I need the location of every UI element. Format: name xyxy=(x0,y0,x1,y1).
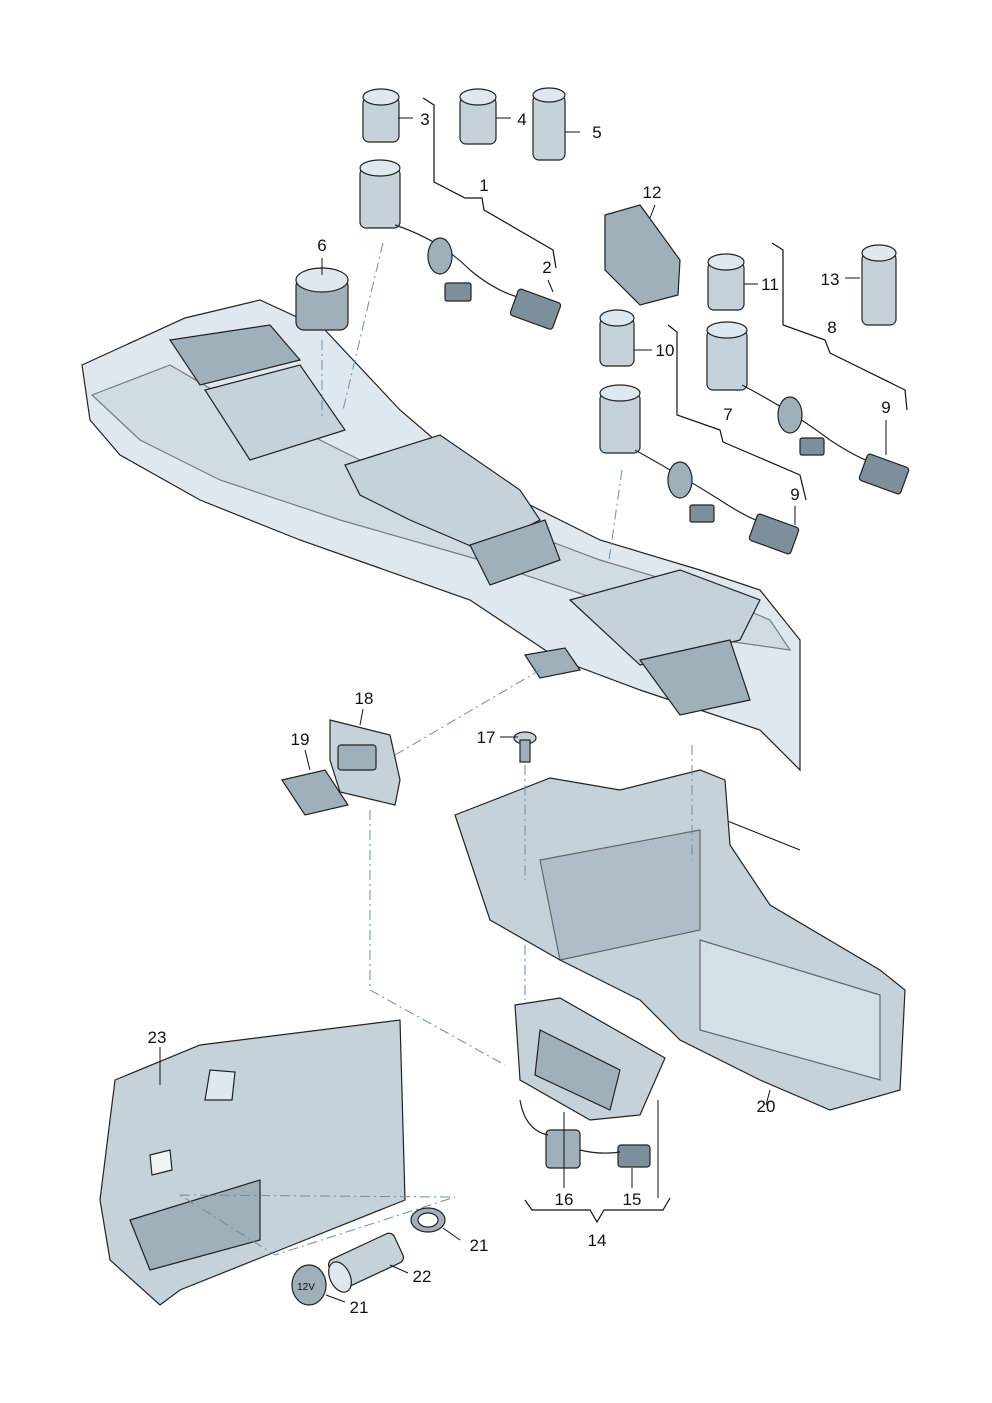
console-frame-20 xyxy=(454,769,906,1111)
cigarette-lighter-element-10 xyxy=(599,309,635,367)
callout-22: 22 xyxy=(413,1267,432,1286)
callout-23: 23 xyxy=(148,1028,167,1047)
socket-harness-9-lower xyxy=(599,384,800,555)
callout-14: 14 xyxy=(588,1231,607,1250)
callout-6: 6 xyxy=(317,236,326,255)
plug-5 xyxy=(532,87,566,161)
cigarette-lighter-element-11 xyxy=(707,253,745,311)
callout-9-lower: 9 xyxy=(790,485,799,504)
socket-harness-9-upper xyxy=(706,321,910,495)
leader-lines xyxy=(159,117,887,1303)
callout-15: 15 xyxy=(623,1190,642,1209)
callout-20: 20 xyxy=(757,1097,776,1116)
callout-3: 3 xyxy=(420,110,429,129)
callout-18: 18 xyxy=(355,689,374,708)
callout-10: 10 xyxy=(656,341,675,360)
ashtray-insert-6 xyxy=(295,267,349,331)
callout-7: 7 xyxy=(723,405,732,424)
dashed-guide-lines xyxy=(179,242,693,1256)
callout-4: 4 xyxy=(517,110,526,129)
callout-labels: 1 2 3 4 5 6 7 8 9 9 10 11 12 13 14 15 16… xyxy=(148,110,891,1317)
callout-19: 19 xyxy=(291,730,310,749)
socket-22 xyxy=(327,1232,405,1293)
cap-21-lower: 12V xyxy=(291,1264,327,1306)
cigarette-lighter-element-4 xyxy=(459,88,497,145)
bracket-lines xyxy=(422,97,908,1224)
callout-13: 13 xyxy=(821,270,840,289)
cover-19 xyxy=(281,769,349,816)
callout-17: 17 xyxy=(477,728,496,747)
bracket-12 xyxy=(604,204,681,306)
callout-21-lower: 21 xyxy=(350,1298,369,1317)
trim-ring-21-upper xyxy=(410,1207,446,1233)
storage-box-assembly-14 xyxy=(514,997,666,1121)
center-console-shell xyxy=(81,299,801,851)
socket-12v-text: 12V xyxy=(297,1282,315,1293)
cigarette-lighter-element-3 xyxy=(362,88,400,143)
callout-9-upper: 9 xyxy=(881,398,890,417)
callout-1: 1 xyxy=(479,176,488,195)
screw-17 xyxy=(513,731,537,763)
socket-16 xyxy=(519,1099,621,1169)
callout-12: 12 xyxy=(643,183,662,202)
callout-8: 8 xyxy=(827,318,836,337)
plug-13 xyxy=(861,244,897,326)
callout-21-upper: 21 xyxy=(470,1236,489,1255)
side-trim-23 xyxy=(99,1019,406,1306)
callout-11: 11 xyxy=(761,275,779,294)
callout-5: 5 xyxy=(592,123,601,142)
callout-2: 2 xyxy=(542,258,551,277)
socket-housing-18 xyxy=(329,719,401,806)
callout-16: 16 xyxy=(555,1190,574,1209)
socket-harness-2 xyxy=(359,159,562,330)
connector-15 xyxy=(617,1144,651,1168)
